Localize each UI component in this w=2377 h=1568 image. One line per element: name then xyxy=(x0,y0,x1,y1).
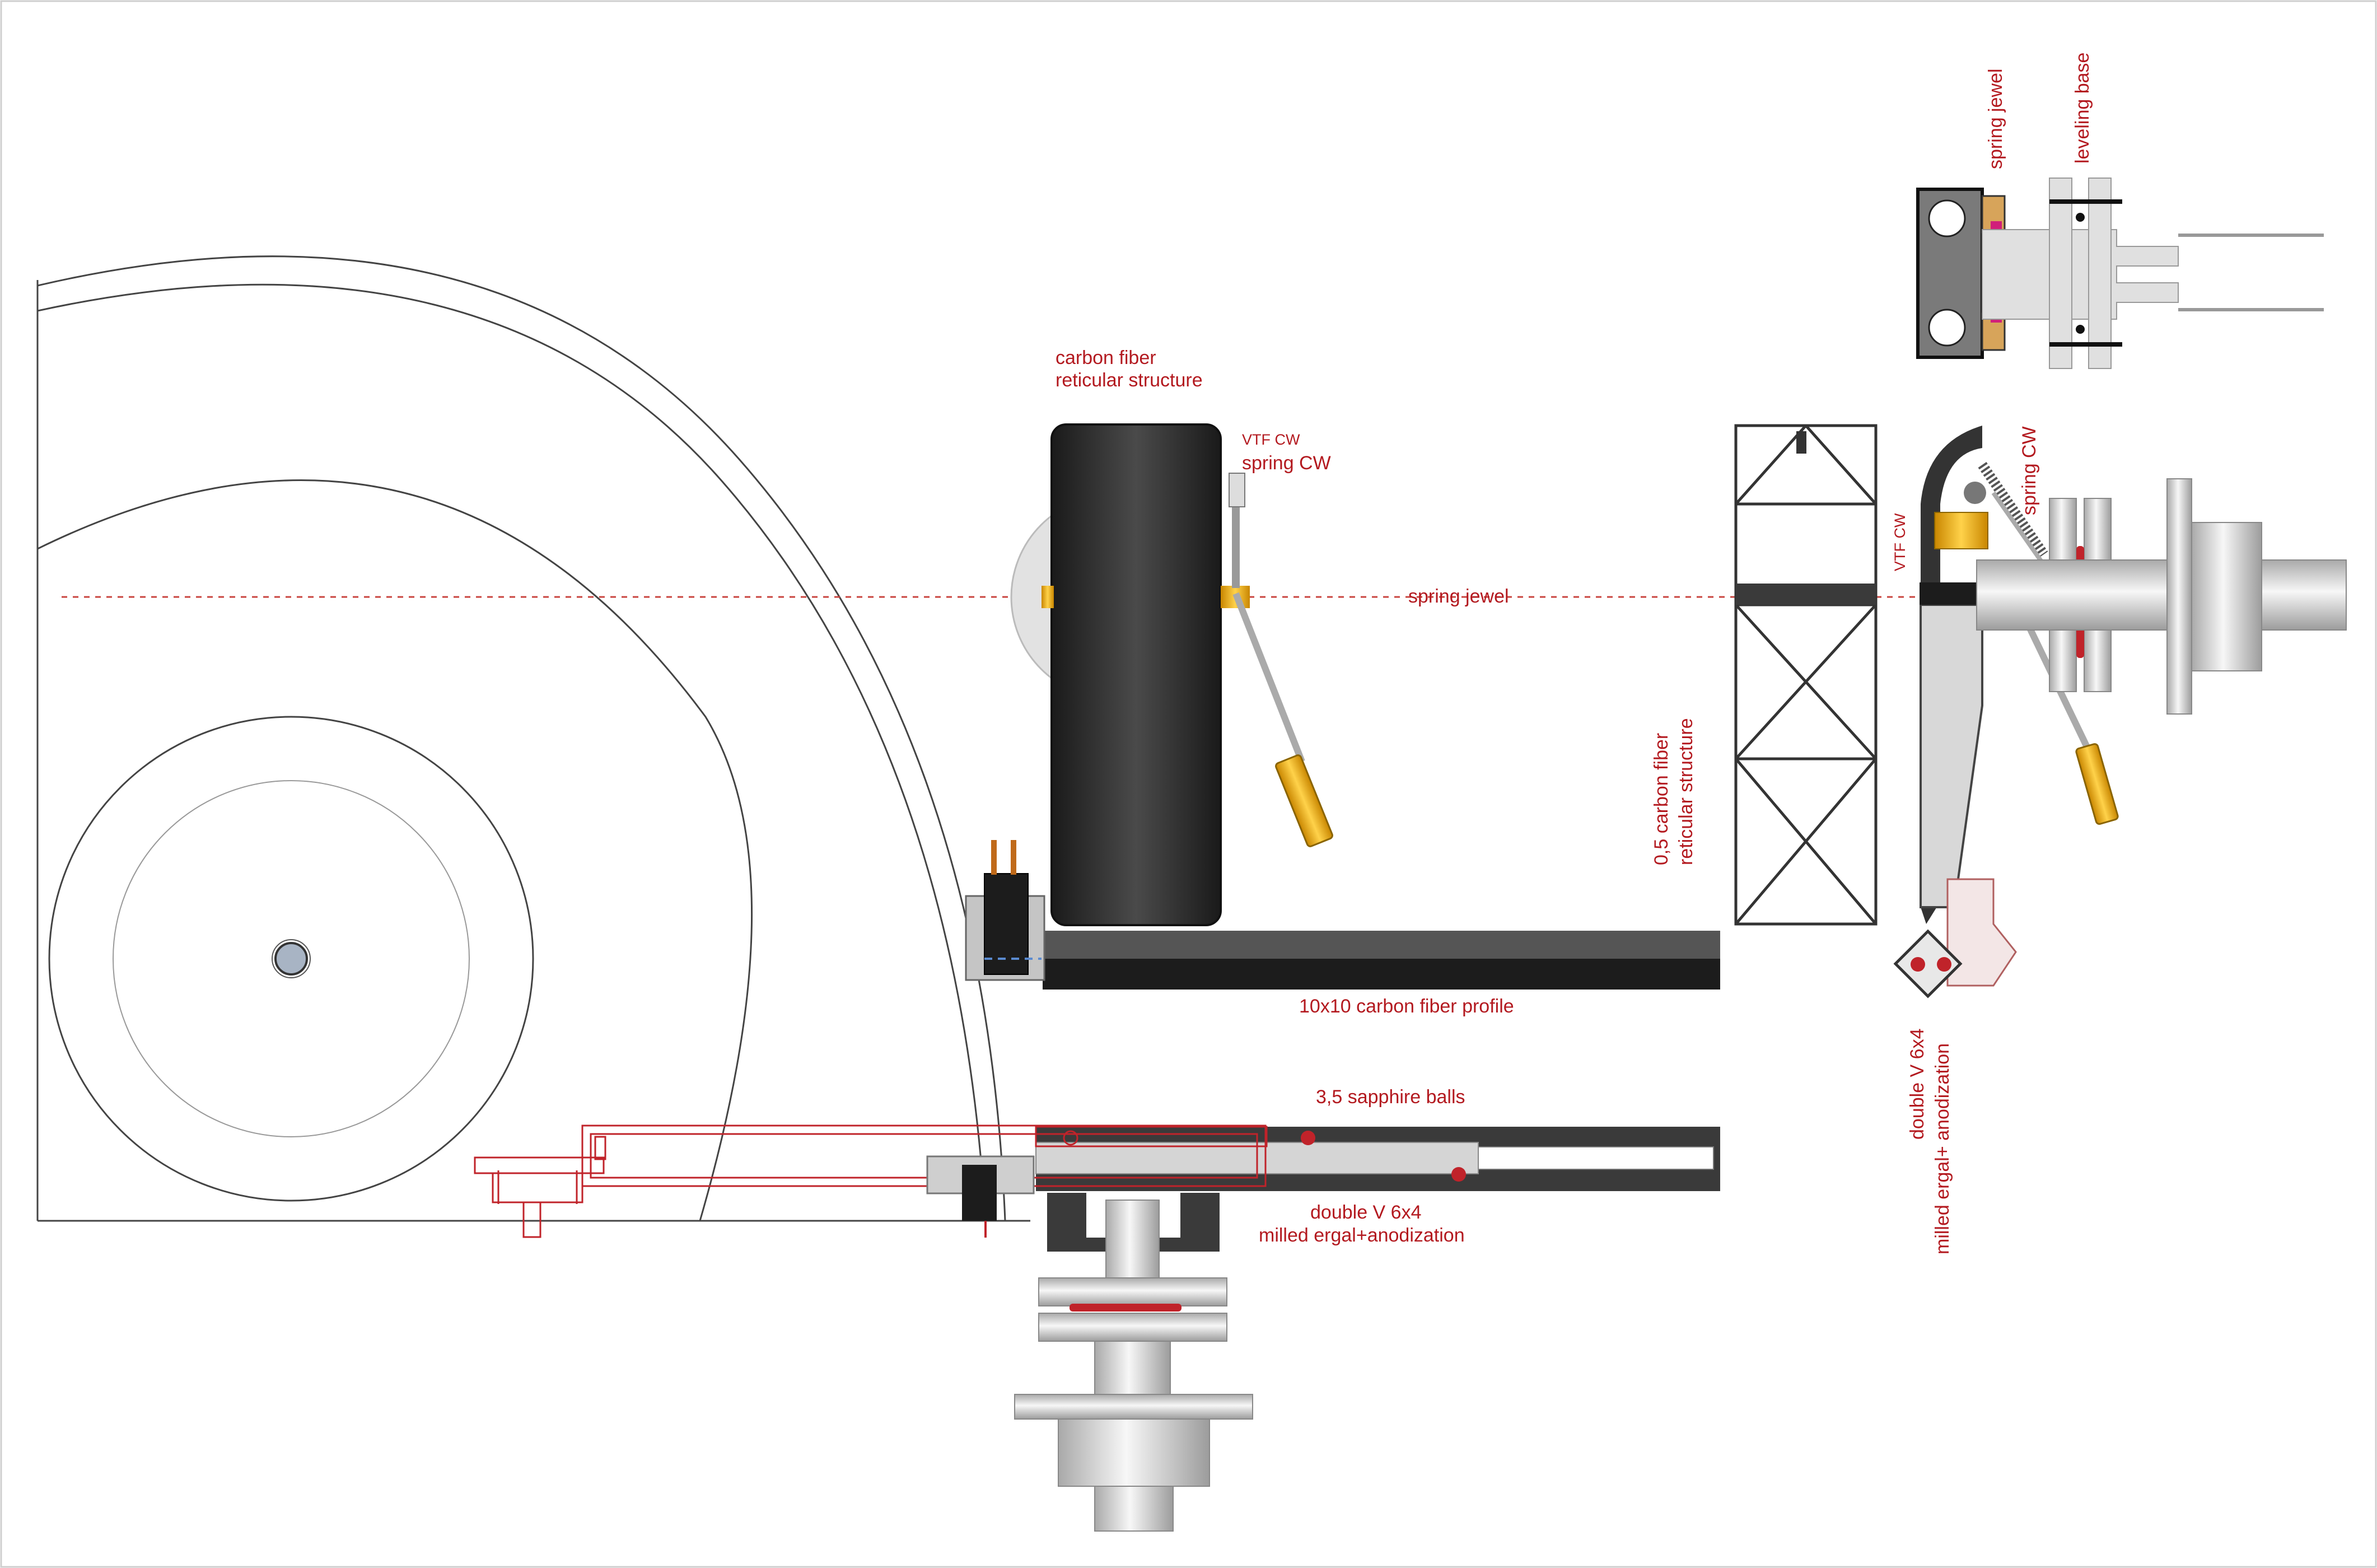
jewel-hole-bottom xyxy=(1928,309,1966,347)
record-edge xyxy=(38,479,753,1221)
pivot-base-flange xyxy=(1014,1394,1253,1420)
thin-carbon-frame xyxy=(1734,424,1878,926)
label-spring-cw-right: spring CW xyxy=(2019,426,2040,515)
record-label-inner xyxy=(113,780,470,1137)
label-carbon-reticular-1: carbon fiber xyxy=(1056,347,1156,368)
thin-frame-notch xyxy=(1796,431,1806,454)
pivot-shaft-upper xyxy=(1105,1200,1160,1279)
right-arm-body xyxy=(1920,604,1983,908)
right-cartridge-dot-1 xyxy=(1911,957,1925,972)
pivot-flange-lower xyxy=(1038,1313,1227,1342)
thin-frame-band xyxy=(1736,584,1876,605)
right-base-body xyxy=(2191,522,2262,671)
carbon-profile-bottom xyxy=(1043,959,1720,990)
spindle-ring xyxy=(272,939,311,978)
label-spring-cw-left: spring CW xyxy=(1242,452,1331,474)
right-cartridge-dot-2 xyxy=(1937,957,1951,972)
platter xyxy=(38,255,1006,1221)
right-vtf-weight xyxy=(2075,743,2119,825)
right-spring xyxy=(1978,461,2048,558)
leveling-base-post-2 xyxy=(2088,178,2112,369)
label-double-v-right-2: milled ergal+ anodization xyxy=(1932,1043,1953,1254)
right-gold-block xyxy=(1934,512,1988,549)
sapphire-ball-2 xyxy=(1451,1167,1466,1182)
right-pivot-ball xyxy=(1964,482,1986,504)
gold-pin-left xyxy=(1042,586,1054,608)
right-cartridge-body xyxy=(1946,878,2017,987)
label-double-v-1: double V 6x4 xyxy=(1310,1202,1422,1223)
label-double-v-right-1: double V 6x4 xyxy=(1907,1028,1928,1140)
label-sapphire-balls: 3,5 sapphire balls xyxy=(1316,1086,1465,1108)
sapphire-highlight-box xyxy=(1035,1126,1268,1147)
pivot-base-body xyxy=(1058,1418,1210,1487)
label-spring-jewel-axis: spring jewel xyxy=(1408,586,1509,607)
jewel-hole-top xyxy=(1928,199,1966,237)
cartridge-pin-2 xyxy=(1011,840,1016,875)
label-thin-carbon-1: 0,5 carbon fiber xyxy=(1651,732,1672,865)
record-label-outer xyxy=(48,716,534,1202)
vtf-lever xyxy=(1232,592,1305,763)
pivot-red-ring xyxy=(1070,1304,1182,1312)
platter-outer-edge xyxy=(38,255,1006,1221)
carbon-profile-top xyxy=(1043,931,1720,959)
leveling-dot-bottom xyxy=(2076,325,2085,334)
pivot-base-stem xyxy=(1094,1486,1174,1532)
label-thin-carbon-2: reticular structure xyxy=(1675,718,1697,865)
label-vtf-cw-top: VTF CW xyxy=(1242,431,1300,448)
right-shaft xyxy=(1976,559,2347,631)
label-double-v-2: milled ergal+anodization xyxy=(1259,1225,1465,1246)
leveling-base-body xyxy=(1982,229,2179,320)
lower-cartridge xyxy=(962,1165,997,1221)
right-arm-clamp xyxy=(1920,582,1981,605)
label-carbon-reticular-2: reticular structure xyxy=(1056,370,1203,391)
carbon-reticular-block xyxy=(1050,423,1222,926)
pivot-shaft-lower xyxy=(1094,1341,1171,1398)
vtf-weight xyxy=(1275,754,1333,847)
platter-outer-edge-2 xyxy=(38,283,987,1221)
leveling-base-post-1 xyxy=(2049,178,2072,369)
label-carbon-profile: 10x10 carbon fiber profile xyxy=(1299,996,1514,1017)
label-spring-jewel-top: spring jewel xyxy=(1985,68,2006,169)
cartridge-pin-1 xyxy=(991,840,997,875)
spring-cw-mount xyxy=(1229,473,1245,507)
leveling-dot-top xyxy=(2076,213,2085,222)
right-cartridge-diamond xyxy=(1893,929,1963,998)
ghost-arm-outline xyxy=(474,1124,1267,1238)
spindle xyxy=(274,942,308,976)
pivot-flange-upper xyxy=(1038,1277,1227,1306)
label-leveling-base: leveling base xyxy=(2072,52,2093,164)
label-vtf-cw-right: VTF CW xyxy=(1892,513,1908,571)
sapphire-ball-3 xyxy=(1063,1130,1078,1146)
sapphire-ball-1 xyxy=(1301,1131,1315,1145)
right-base-flange xyxy=(2166,478,2192,715)
